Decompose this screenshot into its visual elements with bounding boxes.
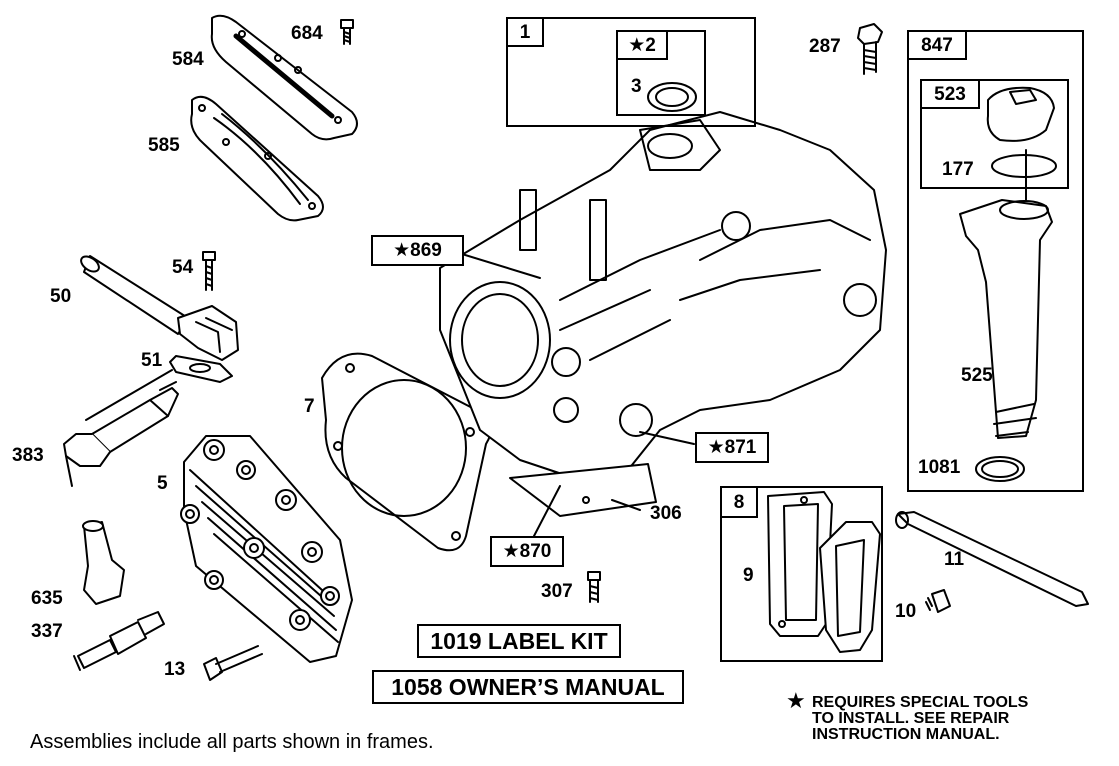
part-51-gasket [169, 355, 233, 383]
warning-line-1: REQUIRES SPECIAL TOOLS [812, 694, 1029, 711]
part-1081-oring [975, 456, 1025, 482]
part-337-spark-plug [73, 611, 165, 671]
callout-584: 584 [172, 49, 204, 70]
warning-line-2: TO INSTALL. SEE REPAIR [812, 710, 1010, 727]
leader-306 [611, 499, 641, 511]
callout-525: 525 [961, 365, 993, 386]
warning-line-3: INSTRUCTION MANUAL. [812, 726, 1000, 743]
part-584-gasket [210, 14, 358, 141]
frame-1-short-block [506, 17, 756, 127]
callout-10: 10 [895, 601, 917, 622]
callout-869: ★869 [371, 235, 464, 266]
callout-7: 7 [304, 396, 315, 417]
part-11-rod [895, 511, 1089, 607]
part-7-head-gasket [321, 352, 493, 552]
callout-5: 5 [157, 473, 168, 494]
frame-8-label: 8 [720, 486, 758, 518]
part-5-cylinder-head [180, 435, 353, 663]
part-635-boot [82, 520, 125, 605]
callout-51: 51 [141, 350, 163, 371]
part-287-bolt [857, 23, 883, 75]
frame-847 [907, 30, 1084, 492]
special-tools-warning: ★ REQUIRES SPECIAL TOOLS TO INSTALL. SEE… [786, 690, 1029, 743]
frame-523 [920, 79, 1069, 189]
leader-869 [461, 253, 541, 279]
part-10-screw [925, 589, 951, 613]
leader-870 [533, 485, 561, 537]
label-kit-box: 1019 LABEL KIT [417, 624, 621, 658]
callout-383: 383 [12, 445, 44, 466]
part-177-oring [991, 154, 1057, 178]
part-1-engine-block [439, 111, 887, 481]
frame-523-label: 523 [920, 79, 980, 109]
callout-13: 13 [164, 659, 186, 680]
part-breather-cover [819, 521, 881, 653]
part-525-tube [959, 149, 1053, 439]
part-307-screw [587, 571, 601, 603]
frame-2-label: ★2 [616, 30, 668, 60]
frame-8 [720, 486, 883, 662]
part-585-gasket [190, 95, 324, 222]
frame-847-label: 847 [907, 30, 967, 60]
frame-1-label: 1 [506, 17, 544, 47]
leader-871 [639, 431, 695, 445]
part-3-seal [647, 82, 697, 112]
part-684-screw [340, 19, 354, 45]
callout-337: 337 [31, 621, 63, 642]
part-9-gasket [767, 491, 833, 637]
part-50-tube [80, 255, 239, 361]
callout-287: 287 [809, 36, 841, 57]
callout-870: ★870 [490, 536, 564, 567]
callout-635: 635 [31, 588, 63, 609]
callout-11: 11 [944, 549, 965, 570]
callout-1081: 1081 [918, 457, 961, 478]
assemblies-note: Assemblies include all parts shown in fr… [30, 731, 434, 753]
part-523-cap [986, 86, 1055, 142]
callout-306: 306 [650, 503, 682, 524]
callout-684: 684 [291, 23, 323, 44]
callout-585: 585 [148, 135, 180, 156]
part-13-bolt [203, 645, 263, 681]
part-383-assembly [63, 369, 179, 487]
owners-manual-box: 1058 OWNER’S MANUAL [372, 670, 684, 704]
callout-3: 3 [631, 76, 642, 97]
callout-177: 177 [942, 159, 974, 180]
star-icon: ★ [786, 688, 806, 713]
callout-871: ★871 [695, 432, 769, 463]
callout-50: 50 [50, 286, 72, 307]
callout-9: 9 [743, 565, 754, 586]
part-54-screw [202, 251, 216, 291]
callout-307: 307 [541, 581, 573, 602]
callout-54: 54 [172, 257, 194, 278]
